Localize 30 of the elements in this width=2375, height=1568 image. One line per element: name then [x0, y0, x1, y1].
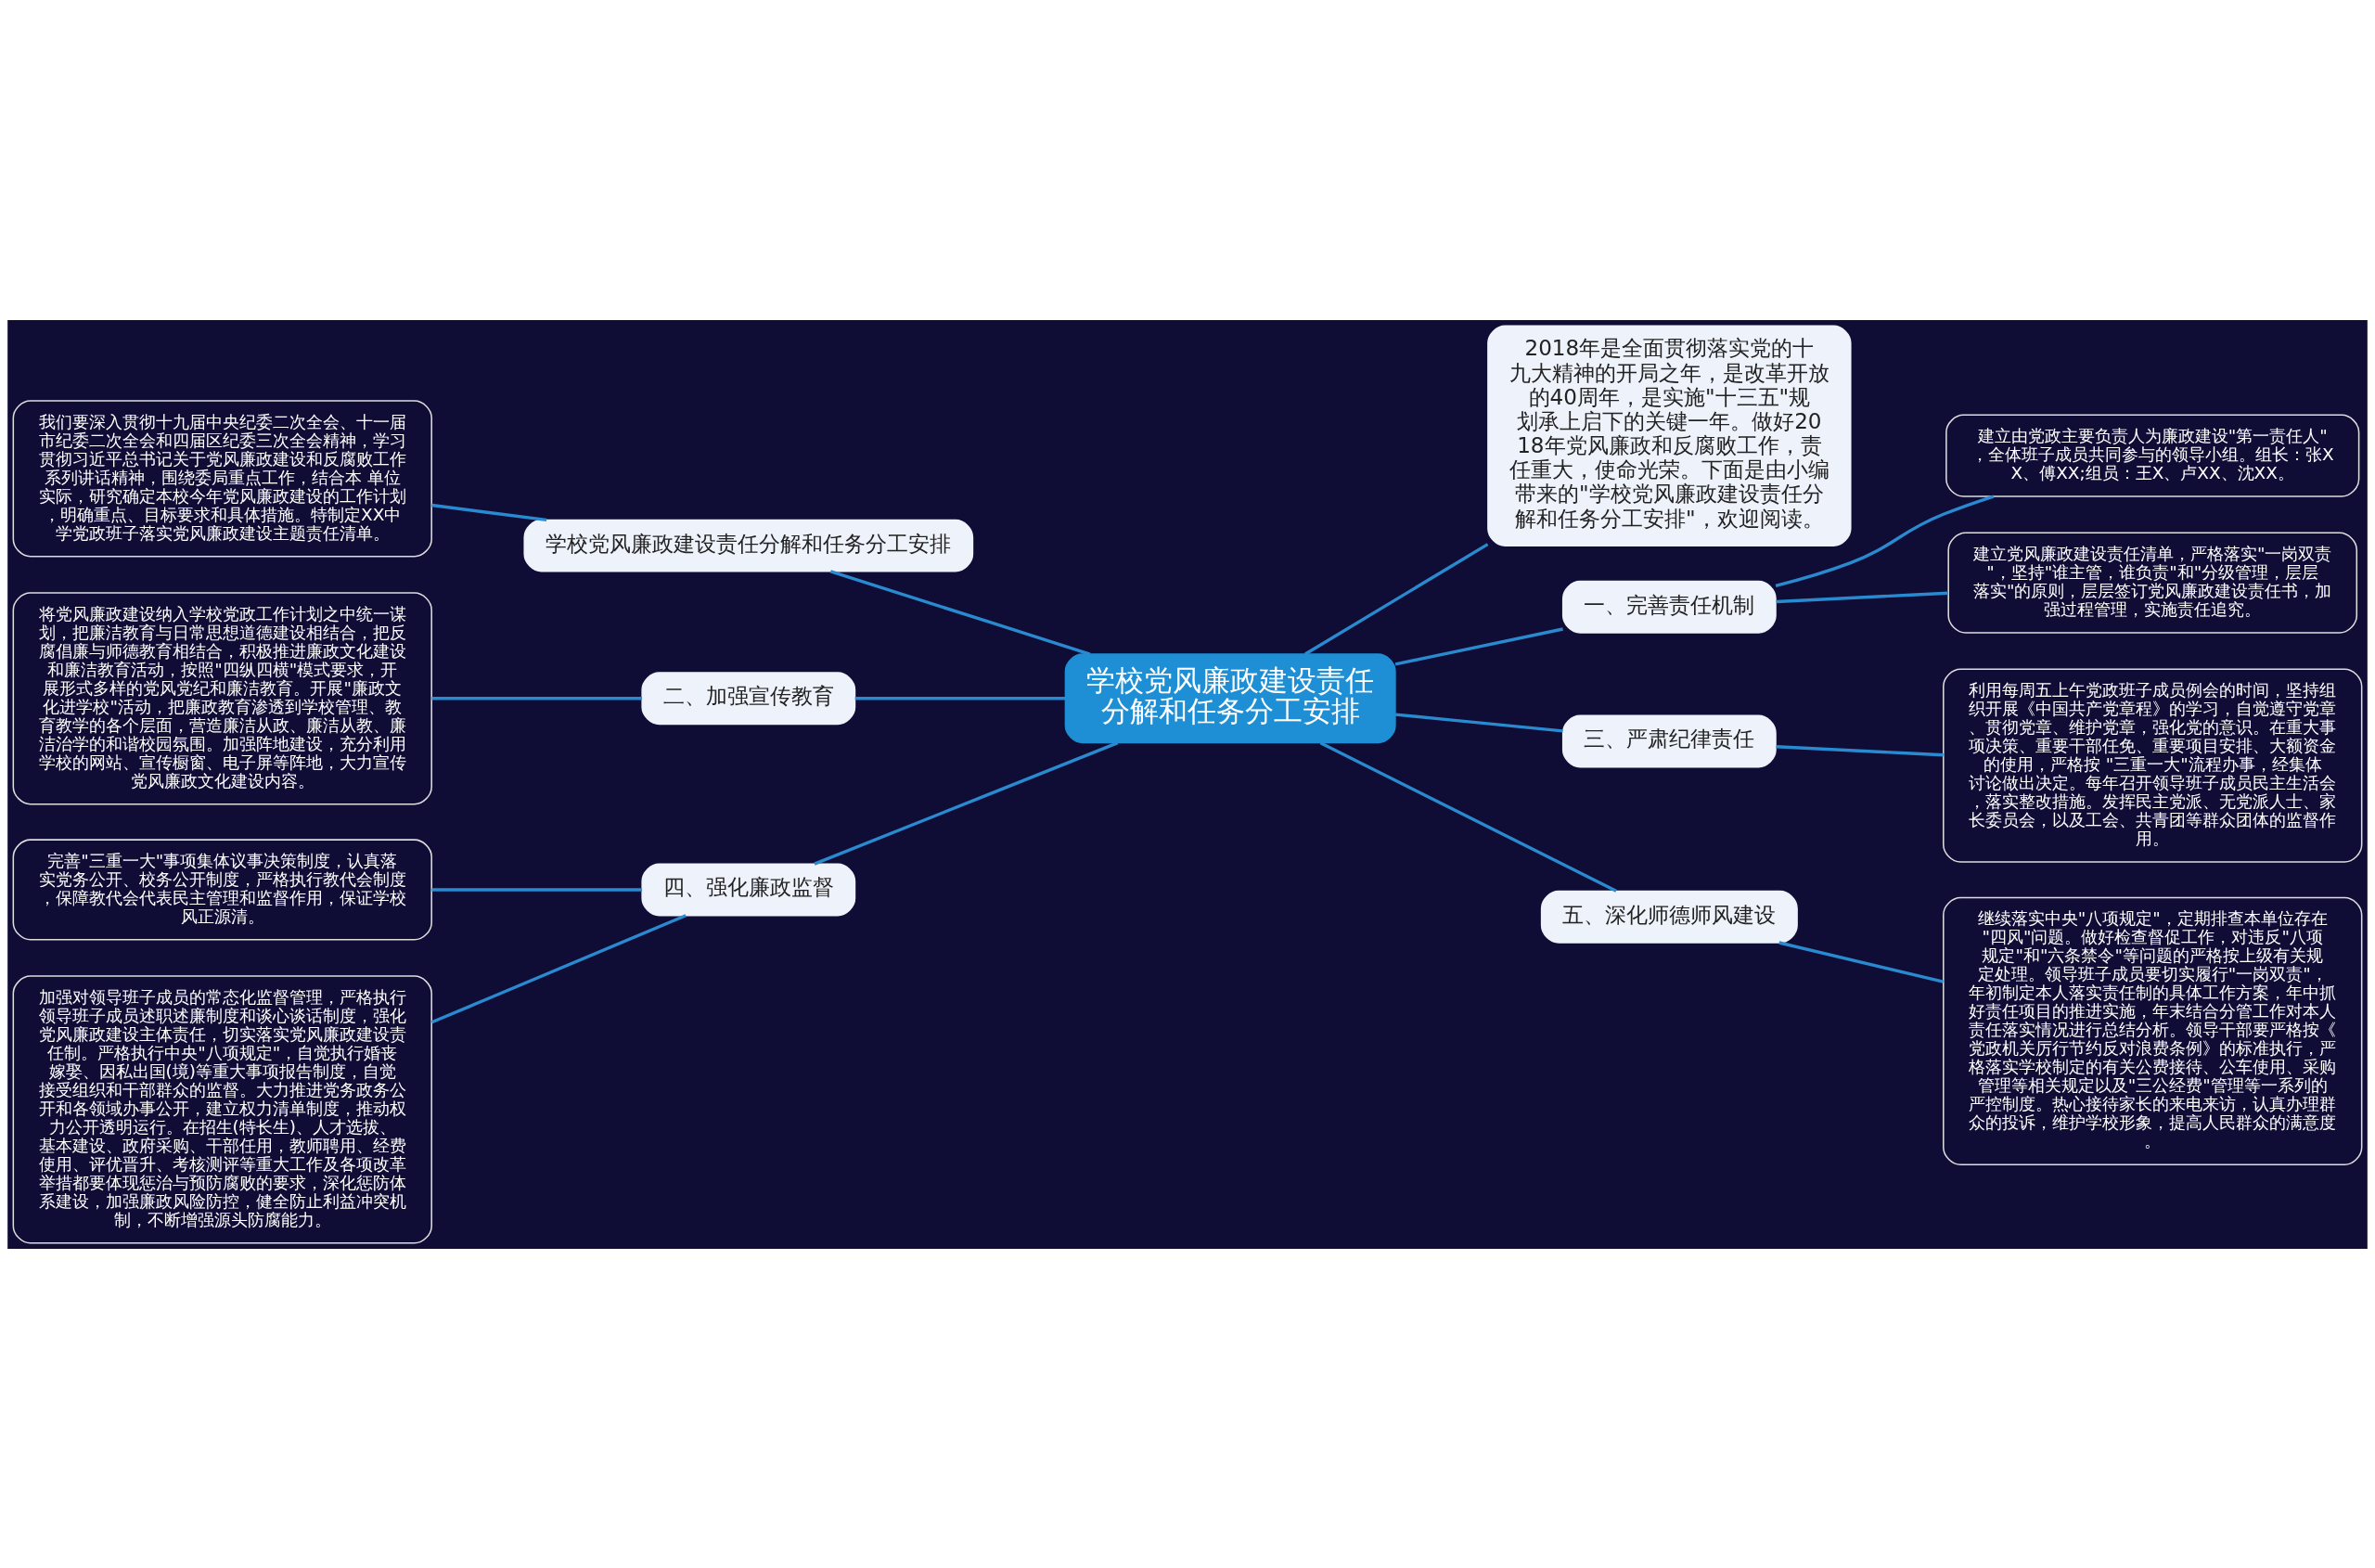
- node-box: 继续落实中央"八项规定"，定期排查本单位存在"四风"问题。做好检查督促工作，对违反"八项规定"和"六条禁令"等问题的严格按上级有关规定处理。领导班子成员要切实履行"一岗双责"，年初制定本人落实责任制的具体工作方案，年中抓好责任项目的推进实施，年末结合分管工作对本人责任落实情况进行总结分析。领导干部要严格按《党政机关厉行节约反对浪费条例》的标准执行，严格落实学校制定的有关公费接待、公车使用、采购管理等相关规定以及"三公经费"管理等一系列的严控制度。热心接待家长的来电来访，认真办理群众的投诉，维护学校形象，提高人民群众的满意度。: [1943, 896, 2363, 1165]
- node-box: 将党风廉政建设纳入学校党政工作计划之中统一谋划，把廉洁教育与日常思想道德建设相结合，把反腐倡廉与师德教育相结合，积极推进廉政文化建设和廉洁教育活动，按照"四纵四横"模式要求，开展形式多样的党风党纪和廉洁教育。开展"廉政文化进学校"活动，把廉政教育渗透到学校管理、教育教学的各个层面，营造廉洁从政、廉洁从教、廉洁治学的和谐校园氛围。加强阵地建设，充分利用学校的网站、宣传橱窗、电子屏等阵地，大力宣传党风廉政文化建设内容。: [12, 591, 432, 804]
- connector: [814, 740, 1119, 866]
- node-box: 加强对领导班子成员的常态化监督管理，严格执行领导班子成员述职述廉制度和谈心谈话制度，强化党风廉政建设主体责任，切实落实党风廉政建设责任制。严格执行中央"八项规定"，自觉执行婚丧嫁娶、因私出国(境)等重大事项报告制度，自觉接受组织和干部群众的监督。大力推进党务政务公开和各领域办事公开，建立权力清单制度，推动权力公开透明运行。在招生(特长生)、人才选拔、基本建设、政府采购、干部任用，教师聘用、经费使用、评优晋升、考核测评等重大工作及各项改革举措都要体现惩治与预防腐败的要求，深化惩防体系建设，加强廉政风险防控，健全防止利益冲突机制，不断增强源头防腐能力。: [12, 974, 432, 1244]
- connector: [431, 503, 547, 521]
- node-box: 四、强化廉政监督: [641, 863, 856, 916]
- connector: [1394, 712, 1563, 732]
- connector: [1394, 626, 1563, 665]
- connector: [1776, 744, 1944, 756]
- connector: [431, 696, 643, 700]
- connector: [1778, 940, 1944, 983]
- connector: [431, 887, 643, 892]
- connector: [1319, 740, 1617, 893]
- connector: [829, 569, 1091, 656]
- node-box: 完善"三重一大"事项集体议事决策制度，认真落实党务公开、校务公开制度，严格执行教代会制度，保障教代会代表民主管理和监督作用，保证学校风正源清。: [12, 838, 432, 941]
- node-box: 五、深化师德师风建设: [1540, 890, 1798, 944]
- connector: [854, 696, 1066, 700]
- node-box: 建立由党政主要负责人为廉政建设"第一责任人"，全体班子成员共同参与的领导小组。组长：张XX、傅XX;组员：王X、卢XX、沈XX。: [1945, 414, 2360, 497]
- node-box: 三、严肃纪律责任: [1561, 714, 1777, 767]
- node-box: 学校党风廉政建设责任分解和任务分工安排: [1064, 652, 1396, 743]
- node-box: 建立党风廉政建设责任清单，严格落实"一岗双责"，坚持"谁主管，谁负责"和"分级管理，层层落实"的原则，层层签订党风廉政建设责任书，加强过程管理，实施责任追究。: [1947, 532, 2358, 634]
- node-box: 利用每周五上午党政班子成员例会的时间，坚持组织开展《中国共产党章程》的学习，自觉遵守党章、贯彻党章、维护党章，强化党的意识。在重大事项决策、重要干部任免、重要项目安排、大额资金的使用，严格按 "三重一大"流程办事，经集体讨论做出决定。每年召开领导班子成员民主生活会，落实整改措施。发挥民主党派、无党派人士、家长委员会，以及工会、共青团等群众团体的监督作用。: [1943, 667, 2363, 863]
- node-box: 二、加强宣传教育: [641, 671, 856, 725]
- connector: [430, 913, 687, 1023]
- node-box: 一、完善责任机制: [1561, 580, 1777, 634]
- node-box: 学校党风廉政建设责任分解和任务分工安排: [523, 519, 974, 572]
- node-box: 我们要深入贯彻十九届中央纪委二次全会、十一届市纪委二次全会和四届区纪委三次全会精神，学习贯彻习近平总书记关于党风廉政建设和反腐败工作系列讲话精神，围绕委局重点工作，结合本 单位实际，研究确定本校今年党风廉政建设的工作计划，明确重点、目标要求和具体措施。特制定XX中学党政班子落实党风廉政建设主题责任清单。: [12, 399, 432, 557]
- connector: [1776, 591, 1949, 603]
- node-box: 2018年是全面贯彻落实党的十九大精神的开局之年，是改革开放的40周年，是实施"十三五"规划承上启下的关键一年。做好2018年党风廉政和反腐败工作，责任重大，使命光荣。下面是由小编带来的"学校党风廉政建设责任分解和任务分工安排"，欢迎阅读。: [1487, 324, 1852, 546]
- connector: [1304, 542, 1489, 656]
